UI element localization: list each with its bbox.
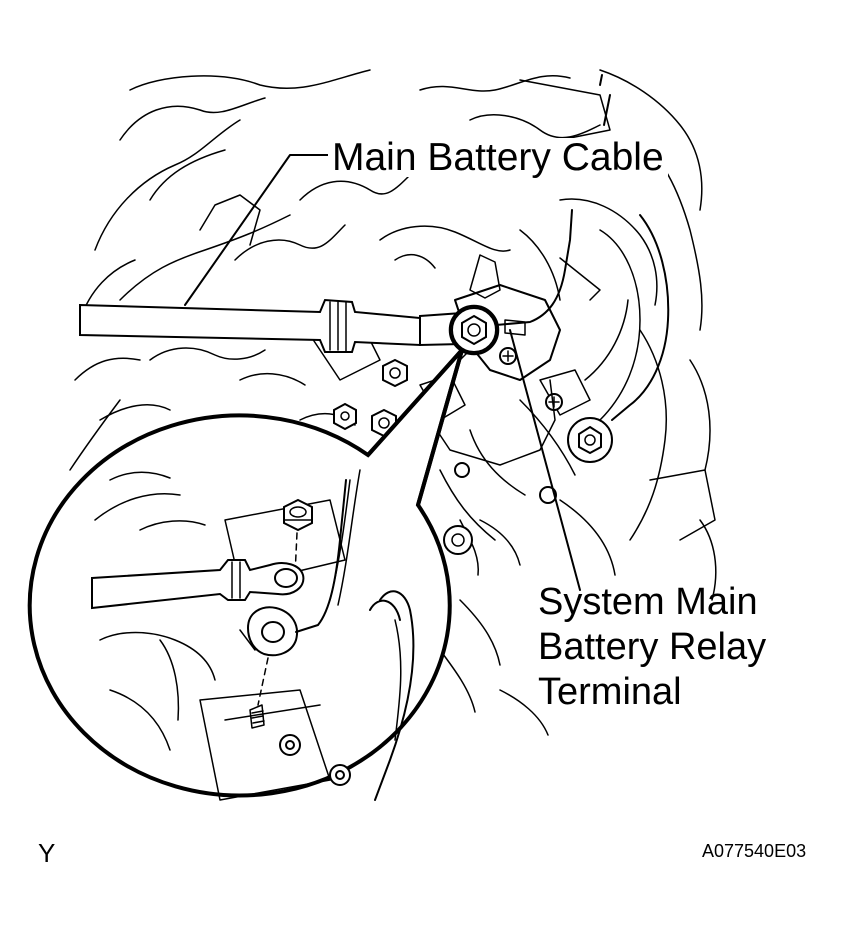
main-battery-cable-label: Main Battery Cable xyxy=(328,138,668,177)
corner-letter: Y xyxy=(38,838,56,868)
relay-terminal-label-line3: Terminal xyxy=(538,671,682,713)
relay-terminal-label-line1: System Main xyxy=(538,581,758,623)
relay-terminal-label-line2: Battery Relay xyxy=(538,626,767,668)
figure-code: A077540E03 xyxy=(702,841,807,861)
callout-border xyxy=(366,348,464,506)
main-battery-cable-drawing xyxy=(79,74,670,421)
detail-view xyxy=(91,469,415,801)
relay-terminal-label: System Main Battery Relay Terminal xyxy=(538,580,766,715)
engine-nuts xyxy=(333,347,613,555)
leader-lines xyxy=(184,154,581,591)
